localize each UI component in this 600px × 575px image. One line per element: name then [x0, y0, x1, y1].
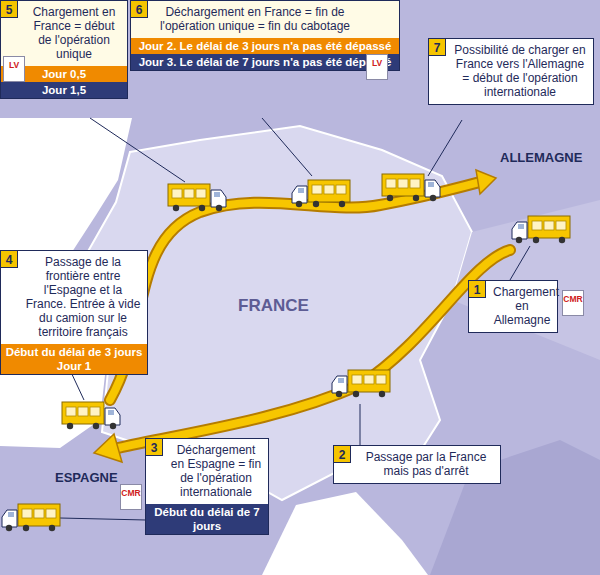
band-text: Jour 1,5	[5, 83, 123, 97]
callout-box: Chargement en France = début de l'opérat…	[0, 0, 128, 99]
day-band: Début du délai de 7 jours	[146, 504, 268, 534]
callout-box: Chargement en Allemagne1	[468, 280, 558, 333]
day-band: Jour 2. Le délai de 3 jours n'a pas été …	[131, 38, 399, 54]
band-text: Début du délai de 7 jours	[150, 505, 264, 533]
callout-number: 3	[145, 438, 163, 456]
band-text: Jour 2. Le délai de 3 jours n'a pas été …	[135, 39, 395, 53]
callout-text: Déchargement en Espagne = fin de l'opéra…	[146, 439, 268, 504]
callout-number: 2	[333, 445, 351, 463]
country-name: FRANCE	[238, 296, 309, 316]
callout-text: Passage par la France mais pas d'arrêt	[334, 446, 500, 483]
country-name: ALLEMAGNE	[500, 150, 582, 165]
callout-box: Déchargement en Espagne = fin de l'opéra…	[145, 438, 269, 535]
day-band: Début du délai de 3 joursJour 1	[1, 344, 147, 374]
callout-number: 4	[0, 250, 18, 268]
band-text: Début du délai de 3 jours	[5, 345, 143, 359]
callout-box: Passage par la France mais pas d'arrêt2	[333, 445, 501, 484]
callout-number: 1	[468, 280, 486, 298]
callout-text: Passage de la frontière entre l'Espagne …	[1, 251, 147, 344]
document-icon: LV	[366, 54, 388, 80]
band-text: Jour 3. Le délai de 7 jours n'a pas été …	[135, 55, 395, 69]
callout-text: Déchargement en France = fin de l'opérat…	[131, 1, 399, 38]
callout-box: Possibilité de charger en France vers l'…	[428, 38, 594, 105]
band-text: Jour 1	[5, 359, 143, 373]
day-band: Jour 3. Le délai de 7 jours n'a pas été …	[131, 54, 399, 70]
callout-number: 7	[428, 38, 446, 56]
callout-number: 5	[0, 0, 18, 18]
callout-number: 6	[130, 0, 148, 18]
country-name: ESPAGNE	[55, 470, 118, 485]
document-icon: LV	[3, 56, 25, 82]
callout-box: Déchargement en France = fin de l'opérat…	[130, 0, 400, 71]
document-icon: CMR	[562, 290, 584, 316]
document-icon: CMR	[120, 484, 142, 510]
callout-text: Possibilité de charger en France vers l'…	[429, 39, 593, 104]
callout-box: Passage de la frontière entre l'Espagne …	[0, 250, 148, 375]
day-band: Jour 1,5	[1, 82, 127, 98]
